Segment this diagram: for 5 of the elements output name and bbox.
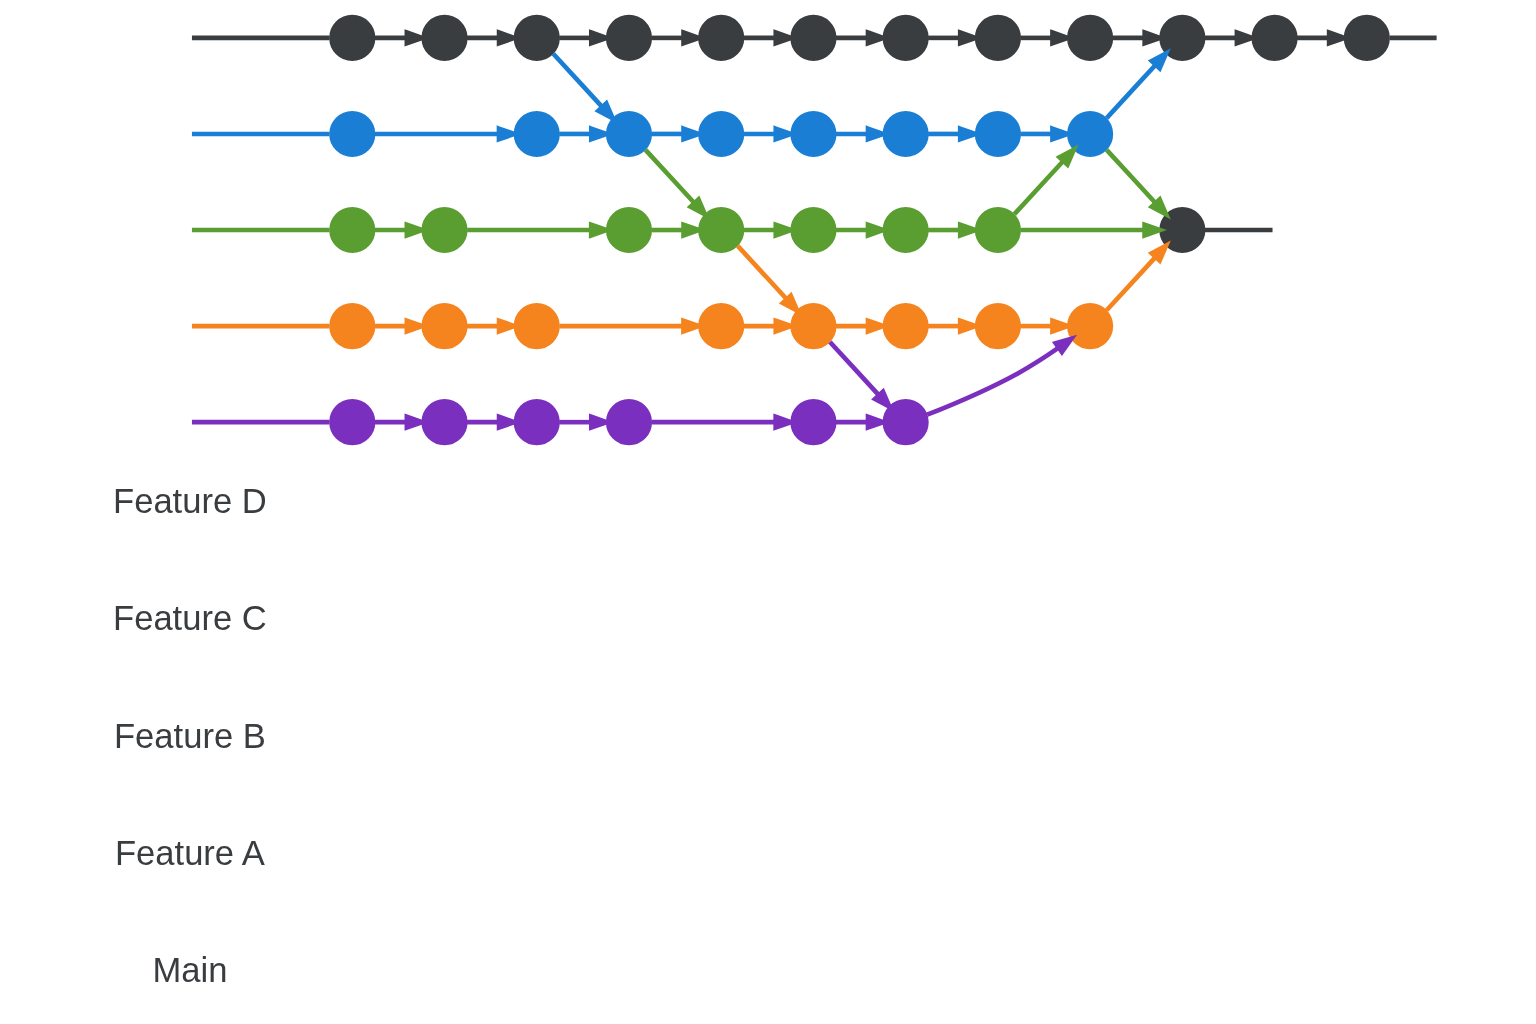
label: Feature B <box>113 716 266 755</box>
label: Feature A <box>114 833 265 872</box>
label: Main <box>152 951 228 990</box>
label: Feature D <box>113 482 267 521</box>
label: Feature C <box>113 599 267 638</box>
